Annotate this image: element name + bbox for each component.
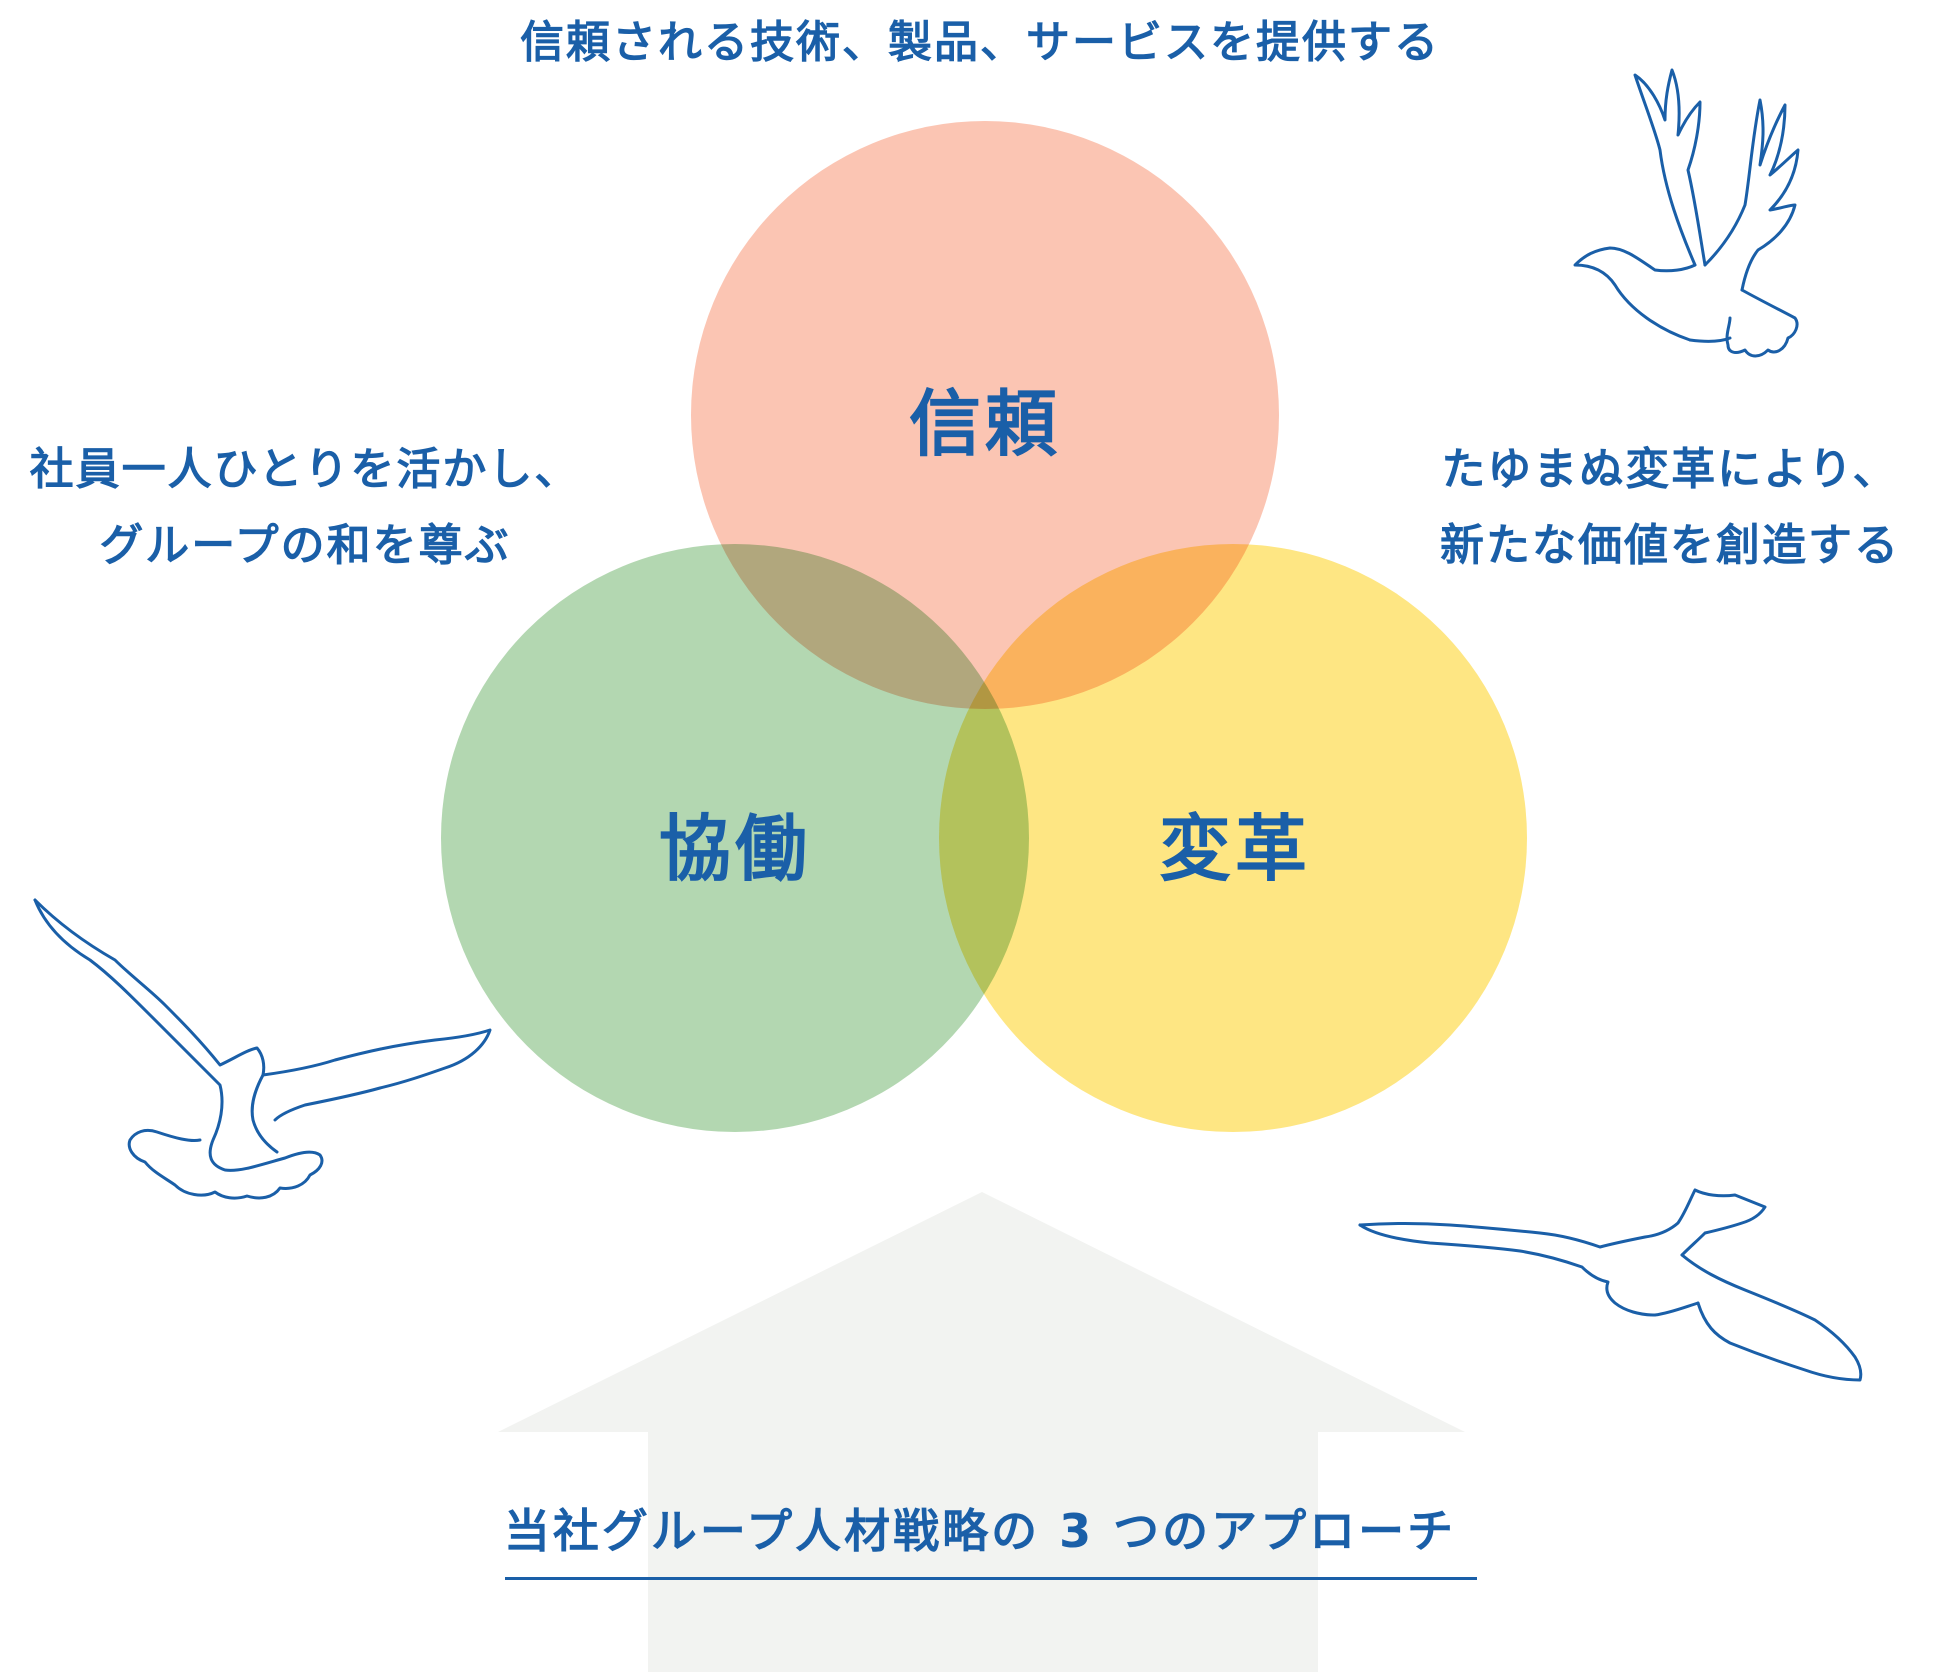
- left-caption-line1: 社員一人ひとりを活かし、: [29, 444, 581, 495]
- dove-icon: [1358, 1188, 1863, 1382]
- right-caption-line1: たゆまぬ変革により、: [1441, 444, 1899, 495]
- left-caption-line2: グループの和を尊ぶ: [99, 520, 511, 571]
- bottom-underline: [505, 1577, 1477, 1580]
- left-caption: 社員一人ひとりを活かし、 グループの和を尊ぶ: [0, 432, 610, 584]
- right-caption-line2: 新たな価値を創造する: [1440, 520, 1900, 571]
- dove-icon: [1573, 68, 1800, 358]
- dove-icon: [33, 898, 492, 1200]
- upward-arrow: [498, 1192, 1465, 1672]
- right-caption: たゆまぬ変革により、 新たな価値を創造する: [1380, 432, 1960, 584]
- circle-label-collab: 協働: [658, 807, 811, 891]
- circle-collab: [441, 544, 1029, 1132]
- circle-label-trust: 信頼: [908, 382, 1061, 466]
- venn-diagram: [441, 121, 1527, 1132]
- bottom-caption: 当社グループ人材戦略の 3 つのアプローチ: [503, 1504, 1457, 1558]
- circle-label-change: 変革: [1158, 807, 1311, 891]
- circle-trust: [691, 121, 1279, 709]
- top-caption: 信頼される技術、製品、サービスを提供する: [520, 17, 1440, 68]
